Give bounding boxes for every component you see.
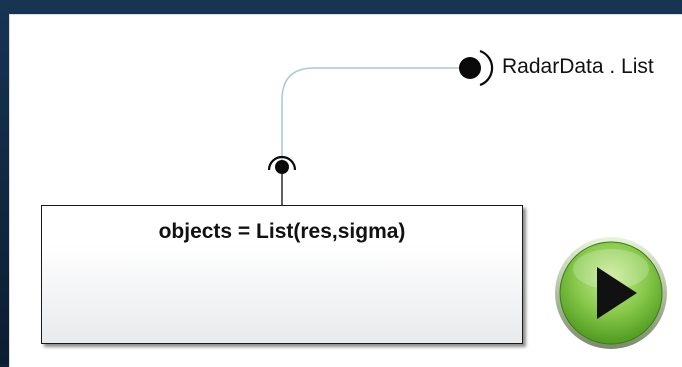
play-icon: [555, 237, 667, 349]
component-box[interactable]: objects = List(res,sigma): [41, 205, 523, 344]
provided-interface-label: RadarData . List: [502, 55, 654, 78]
component-expression: objects = List(res,sigma): [158, 220, 406, 243]
play-button[interactable]: [553, 235, 669, 351]
